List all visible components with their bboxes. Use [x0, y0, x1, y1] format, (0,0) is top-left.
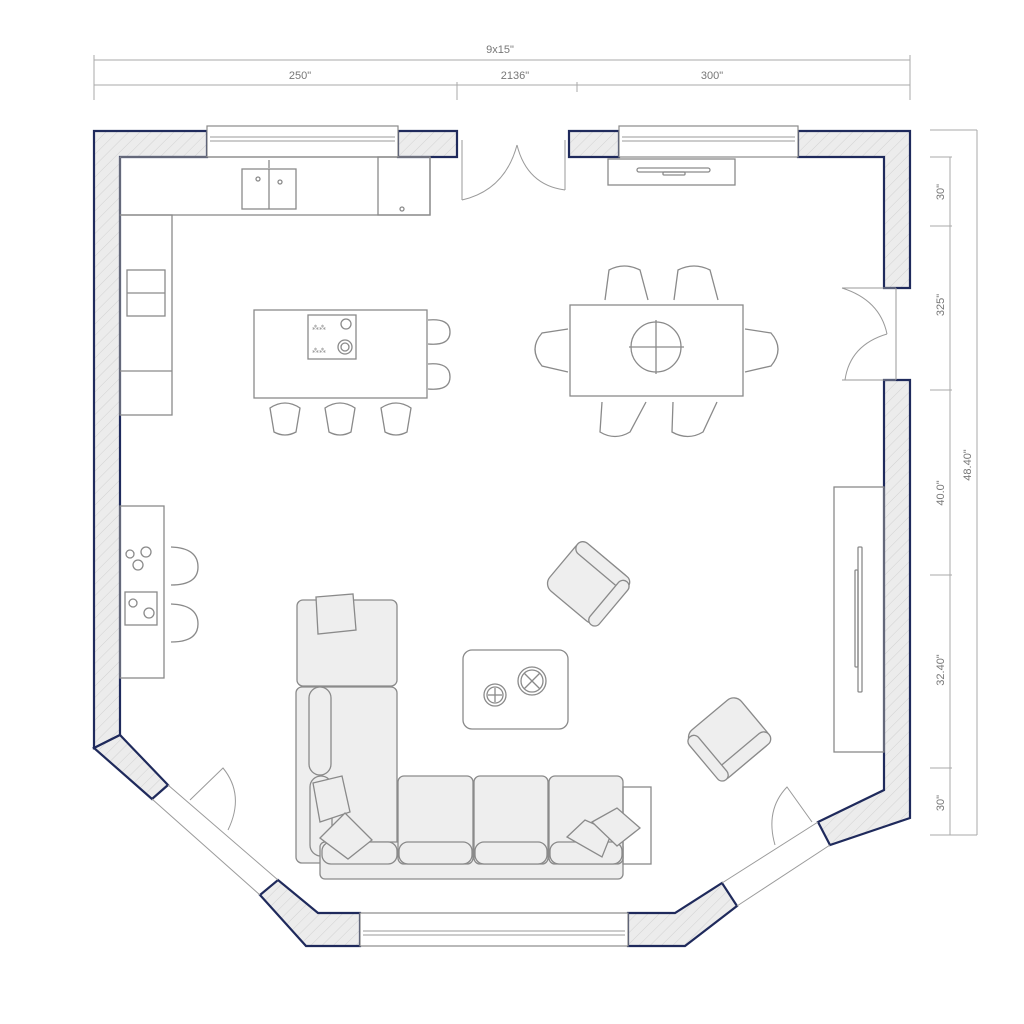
bar-stools — [269, 319, 451, 436]
angled-door-right[interactable] — [721, 786, 831, 907]
top-dimension-group: 9x15" 250" 2136" 300" — [93, 44, 911, 100]
kitchen-counter-left — [119, 214, 173, 416]
armchair-1 — [546, 541, 631, 627]
dim-right-overall: 48.40" — [962, 449, 974, 481]
entry-double-door[interactable] — [461, 140, 566, 201]
window-bottom — [359, 912, 629, 947]
dining — [534, 158, 779, 438]
living — [295, 486, 885, 880]
dim-right-segment-1: 30" — [935, 184, 947, 200]
dim-right-segment-3: 40.0" — [935, 480, 947, 505]
dim-right-segment-5: 30" — [935, 795, 947, 811]
svg-text:⁂⁂: ⁂⁂ — [312, 324, 326, 332]
armchair-2 — [687, 697, 772, 782]
dining-chairs — [534, 265, 779, 438]
dim-right-segment-2: 325" — [935, 294, 947, 316]
angled-door-left[interactable] — [189, 767, 236, 831]
kitchen-counter-top — [119, 156, 431, 216]
refrigerator — [377, 156, 431, 216]
side-double-door[interactable] — [841, 287, 897, 381]
doors — [189, 140, 897, 907]
media-console — [833, 486, 885, 753]
dining-table — [569, 304, 744, 397]
kitchen: ⁂⁂ ⁂⁂ — [119, 156, 451, 679]
throw-pillows — [312, 593, 642, 860]
dim-top-segment-1: 250" — [289, 70, 311, 82]
dim-right-segment-4: 32.40" — [935, 654, 947, 686]
coffee-table — [462, 649, 569, 730]
svg-text:⁂⁂: ⁂⁂ — [312, 347, 326, 355]
right-dimension-group: 30" 325" 40.0" 32.40" 30" 48.40" — [930, 129, 978, 836]
sideboard — [607, 158, 736, 186]
cooktop — [307, 314, 357, 360]
kitchen-island: ⁂⁂ ⁂⁂ — [253, 309, 428, 399]
dim-top-segment-2: 2136" — [501, 70, 529, 82]
kitchen-counter-lower — [119, 505, 165, 679]
dim-top-overall: 9x15" — [486, 44, 514, 56]
windows — [151, 125, 799, 947]
dim-top-segment-3: 300" — [701, 70, 723, 82]
